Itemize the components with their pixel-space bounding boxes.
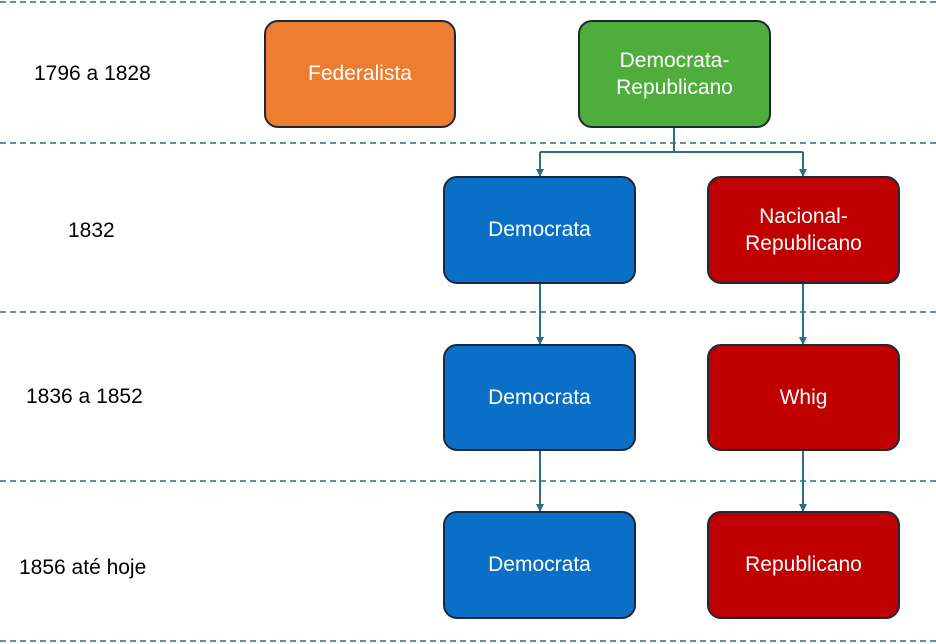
party-name: Federalista	[308, 62, 412, 86]
party-name: Democrata	[488, 385, 591, 409]
party-box-democrata-republicano: Democrata- Republicano	[578, 20, 771, 128]
party-name: Democrata	[488, 553, 591, 577]
party-name: Whig	[779, 385, 828, 409]
party-box-democrata-1832: Democrata	[443, 176, 636, 284]
party-name: Democrata- Republicano	[616, 48, 733, 99]
party-name: Democrata	[488, 218, 591, 242]
era-label-1832: 1832	[68, 219, 115, 242]
party-box-federalista: Federalista	[264, 20, 456, 128]
party-name: Republicano	[745, 553, 862, 577]
era-label-1796-1828: 1796 a 1828	[34, 62, 151, 85]
era-label-1856-present: 1856 até hoje	[19, 556, 147, 579]
party-box-democrata-1836: Democrata	[443, 344, 636, 451]
party-box-democrata-1856: Democrata	[443, 511, 636, 619]
split-connector	[540, 127, 675, 153]
party-box-whig: Whig	[707, 344, 900, 451]
party-box-republicano: Republicano	[707, 511, 900, 619]
party-box-nacional-republicano: Nacional- Republicano	[707, 176, 900, 284]
era-label-1836-1852: 1836 a 1852	[26, 385, 143, 408]
party-name: Nacional- Republicano	[745, 204, 862, 255]
